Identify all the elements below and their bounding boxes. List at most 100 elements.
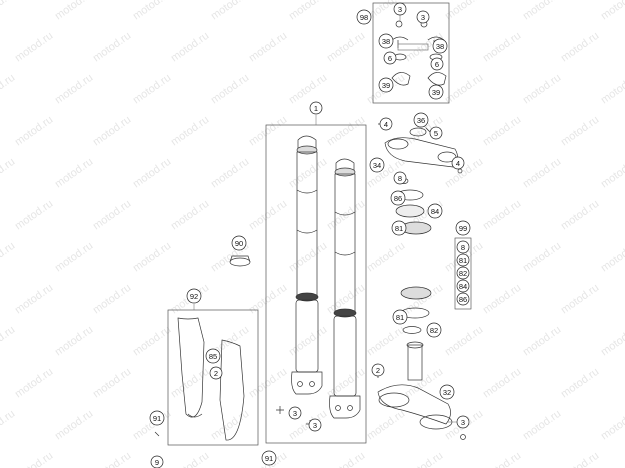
callout-circle: [261, 450, 277, 466]
callout-number: 32: [443, 388, 451, 397]
watermark-text: motod.ru: [0, 408, 17, 443]
kit-item-number: 86: [459, 295, 467, 304]
callout-circle: [391, 220, 407, 236]
callout-number: 3: [421, 13, 425, 22]
callout-number: 90: [235, 239, 243, 248]
watermark-text: motod.ru: [403, 282, 445, 317]
callout-number: 86: [394, 194, 402, 203]
watermark-text: motod.ru: [481, 282, 523, 317]
watermark-text: motod.ru: [481, 30, 523, 65]
callout-3: 3: [456, 415, 470, 429]
callout-1: 1: [309, 101, 323, 115]
detail-box-top: [372, 2, 450, 104]
watermark-text: motod.ru: [521, 324, 563, 359]
watermark-text: motod.ru: [169, 30, 211, 65]
watermark-text: motod.ru: [325, 366, 367, 401]
watermark-text: motod.ru: [365, 240, 407, 275]
kit-item-86: 86: [456, 292, 470, 306]
watermark-text: motod.ru: [0, 72, 17, 107]
watermark-text: motod.ru: [365, 408, 407, 443]
watermark-text: motod.ru: [0, 324, 17, 359]
callout-5: 5: [429, 126, 443, 140]
callout-3: 3: [308, 418, 322, 432]
callout-circle: [371, 363, 385, 377]
watermark-text: motod.ru: [599, 408, 625, 443]
watermark-text: motod.ru: [481, 198, 523, 233]
kit-title: 99: [455, 220, 471, 236]
watermark-text: motod.ru: [559, 282, 601, 317]
watermark-text: motod.ru: [13, 366, 55, 401]
watermark-text: motod.ru: [247, 198, 289, 233]
callout-number: 38: [436, 42, 444, 51]
callout-number: 3: [313, 421, 317, 430]
callout-32: 32: [439, 384, 455, 400]
kit-item-number: 8: [461, 243, 465, 252]
callout-number: 85: [209, 352, 217, 361]
watermark-text: motod.ru: [521, 0, 563, 22]
callout-circle: [369, 157, 385, 173]
callout-circle: [456, 292, 470, 306]
callout-circle: [378, 77, 394, 93]
watermark-text: motod.ru: [521, 240, 563, 275]
callout-6: 6: [430, 57, 444, 71]
watermark-text: motod.ru: [91, 114, 133, 149]
watermark-text: motod.ru: [287, 240, 329, 275]
callout-34: 34: [369, 157, 385, 173]
watermark-text: motod.ru: [91, 282, 133, 317]
watermark-text: motod.ru: [209, 72, 251, 107]
watermark-text: motod.ru: [131, 324, 173, 359]
callout-84: 84: [427, 203, 443, 219]
callout-circle: [429, 126, 443, 140]
callout-39: 39: [428, 84, 444, 100]
callout-number: 8: [398, 174, 402, 183]
watermark-text: motod.ru: [91, 198, 133, 233]
callout-2: 2: [209, 366, 223, 380]
callout-3: 3: [416, 10, 430, 24]
callout-circle: [393, 2, 407, 16]
callout-98: 98: [356, 9, 372, 25]
watermark-text: motod.ru: [13, 282, 55, 317]
watermark-text: motod.ru: [365, 324, 407, 359]
callout-3: 3: [288, 406, 302, 420]
watermark-text: motod.ru: [403, 366, 445, 401]
watermark-text: motod.ru: [91, 30, 133, 65]
watermark-text: motod.ru: [443, 324, 485, 359]
kit-item-number: 82: [459, 269, 467, 278]
callout-circle: [288, 406, 302, 420]
callout-circle: [209, 366, 223, 380]
callout-circle: [456, 415, 470, 429]
watermark-text: motod.ru: [559, 30, 601, 65]
callout-circle: [231, 235, 247, 251]
callout-circle: [149, 410, 165, 426]
callout-number: 81: [395, 224, 403, 233]
callout-circle: [390, 190, 406, 206]
watermark-text: motod.ru: [53, 324, 95, 359]
watermark-text: motod.ru: [131, 156, 173, 191]
callout-85: 85: [205, 348, 221, 364]
callout-36: 36: [413, 112, 429, 128]
watermark-text: motod.ru: [13, 450, 55, 468]
kit-box: [454, 237, 472, 310]
callout-number: 1: [314, 104, 318, 113]
watermark-text: motod.ru: [91, 366, 133, 401]
callout-92: 92: [186, 288, 202, 304]
callout-6: 6: [383, 51, 397, 65]
callout-4: 4: [451, 156, 465, 170]
callout-2: 2: [371, 363, 385, 377]
callout-3: 3: [393, 2, 407, 16]
kit-item-84: 84: [456, 279, 470, 293]
kit-title-text: 99: [459, 224, 467, 233]
watermark-text: motod.ru: [131, 0, 173, 22]
watermark-text: motod.ru: [209, 0, 251, 22]
callout-38: 38: [378, 33, 394, 49]
watermark-text: motod.ru: [169, 366, 211, 401]
callout-91: 91: [261, 450, 277, 466]
watermark-text: motod.ru: [0, 0, 17, 22]
callout-circle: [150, 455, 164, 468]
watermark-text: motod.ru: [13, 198, 55, 233]
steering-bearings: [395, 178, 432, 334]
callout-82: 82: [426, 322, 442, 338]
watermark-text: motod.ru: [13, 114, 55, 149]
callout-number: 84: [431, 207, 439, 216]
